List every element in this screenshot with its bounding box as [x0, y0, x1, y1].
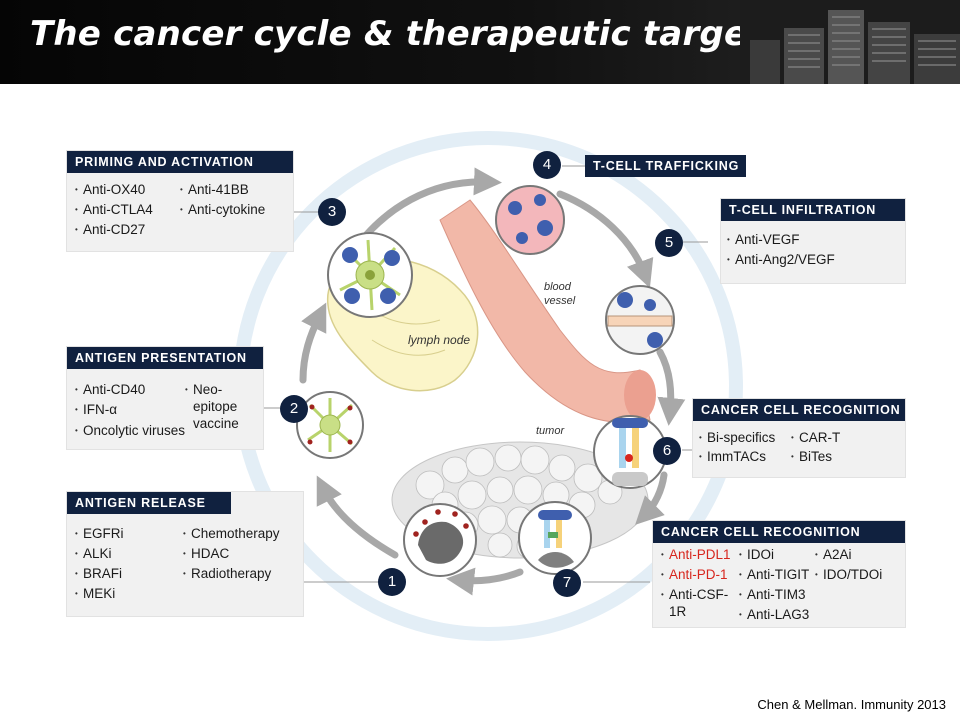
therapy-ifn-alpha: IFN-α [75, 402, 117, 418]
therapy-neo-epitope-line2: epitope [193, 399, 238, 414]
therapy-immtacs: ImmTACs [699, 449, 766, 465]
therapy-meki: MEKi [75, 586, 115, 602]
therapy-chemotherapy: Chemotherapy [183, 526, 280, 542]
therapy-bites: BiTes [791, 449, 832, 465]
antigen-presentation-circle [296, 391, 364, 459]
step-1-marker: 1 [378, 568, 406, 596]
extravasation-circle [605, 285, 675, 355]
step-6-marker: 6 [653, 437, 681, 465]
therapy-anti-csf-1r-line2: 1R [669, 604, 687, 619]
therapy-anti-ang2-vegf: Anti-Ang2/VEGF [727, 252, 835, 268]
lymph-node-label: lymph node [408, 333, 470, 347]
priming-activation-header: PRIMING AND ACTIVATION [67, 151, 293, 173]
therapy-alki: ALKi [75, 546, 111, 562]
therapy-anti-pdl1: Anti-PDL1 [661, 547, 730, 563]
therapy-a2ai: A2Ai [815, 547, 851, 563]
t-cell-infiltration-header: T-CELL INFILTRATION [721, 199, 905, 221]
dendritic-cell-circle [327, 232, 413, 318]
blood-vessel-label-line2: vessel [544, 295, 576, 307]
antigen-release-circle [403, 503, 477, 577]
therapy-oncolytic-viruses: Oncolytic viruses [75, 423, 185, 439]
therapy-car-t: CAR-T [791, 430, 840, 446]
step-2-marker: 2 [280, 395, 308, 423]
therapy-anti-lag3: Anti-LAG3 [739, 607, 809, 623]
therapy-anti-ox40: Anti-OX40 [75, 182, 145, 198]
therapy-anti-41bb: Anti-41BB [180, 182, 249, 198]
step-5-marker: 5 [655, 229, 683, 257]
cancer-cell-recognition-box-6: CANCER CELL RECOGNITION Bi-specifics Imm… [692, 398, 906, 478]
antigen-presentation-box: ANTIGEN PRESENTATION Anti-CD40 IFN-α Onc… [66, 346, 264, 450]
step-4-marker: 4 [533, 151, 561, 179]
priming-activation-box: PRIMING AND ACTIVATION Anti-OX40 Anti-CT… [66, 150, 294, 252]
antigen-release-box: ANTIGEN RELEASE EGFRi ALKi BRAFi MEKi Ch… [66, 491, 304, 617]
therapy-idoi: IDOi [739, 547, 774, 563]
therapy-bi-specifics: Bi-specifics [699, 430, 775, 446]
cancer-cell-recognition-box-7: CANCER CELL RECOGNITION Anti-PDL1 Anti-P… [652, 520, 906, 628]
connector-lines [263, 165, 708, 583]
tumor-killing-circle [518, 501, 592, 575]
therapy-neo-epitope-line1: Neo- [185, 382, 222, 398]
therapy-anti-ctla4: Anti-CTLA4 [75, 202, 153, 218]
therapy-radiotherapy: Radiotherapy [183, 566, 271, 582]
antigen-release-header: ANTIGEN RELEASE [67, 492, 231, 514]
t-cell-infiltration-box: T-CELL INFILTRATION Anti-VEGF Anti-Ang2/… [720, 198, 906, 284]
therapy-anti-csf-1r-line1: Anti-CSF- [661, 587, 728, 603]
therapy-egfri: EGFRi [75, 526, 123, 542]
therapy-brafi: BRAFi [75, 566, 122, 582]
tcr-recognition-circle [593, 415, 667, 489]
therapy-anti-vegf: Anti-VEGF [727, 232, 799, 248]
therapy-anti-cd27: Anti-CD27 [75, 222, 145, 238]
antigen-presentation-header: ANTIGEN PRESENTATION [67, 347, 263, 369]
therapy-anti-tim3: Anti-TIM3 [739, 587, 805, 603]
cancer-immunity-cycle-diagram: lymph node blood vessel tumor [233, 131, 743, 641]
therapy-anti-tigit: Anti-TIGIT [739, 567, 809, 583]
t-cell-trafficking-header: T-CELL TRAFFICKING [585, 155, 746, 177]
therapy-anti-cd40: Anti-CD40 [75, 382, 145, 398]
therapy-ido-tdoi: IDO/TDOi [815, 567, 882, 583]
citation: Chen & Mellman. Immunity 2013 [757, 697, 946, 712]
therapy-neo-epitope-line3: vaccine [193, 416, 239, 431]
cancer-cell-recognition-header-6: CANCER CELL RECOGNITION [693, 399, 905, 421]
city-skyline-image [740, 0, 960, 84]
title-bar: The cancer cycle & therapeutic targets [0, 0, 960, 84]
step-7-marker: 7 [553, 569, 581, 597]
therapy-anti-cytokine: Anti-cytokine [180, 202, 265, 218]
tumor-label: tumor [536, 425, 565, 437]
therapy-anti-pd-1: Anti-PD-1 [661, 567, 727, 583]
vessel-cells-circle [495, 185, 565, 255]
step-3-marker: 3 [318, 198, 346, 226]
slide-title: The cancer cycle & therapeutic targets [30, 14, 785, 54]
blood-vessel-label-line1: blood [544, 281, 572, 293]
cancer-cell-recognition-header-7: CANCER CELL RECOGNITION [653, 521, 905, 543]
therapy-hdac: HDAC [183, 546, 229, 562]
